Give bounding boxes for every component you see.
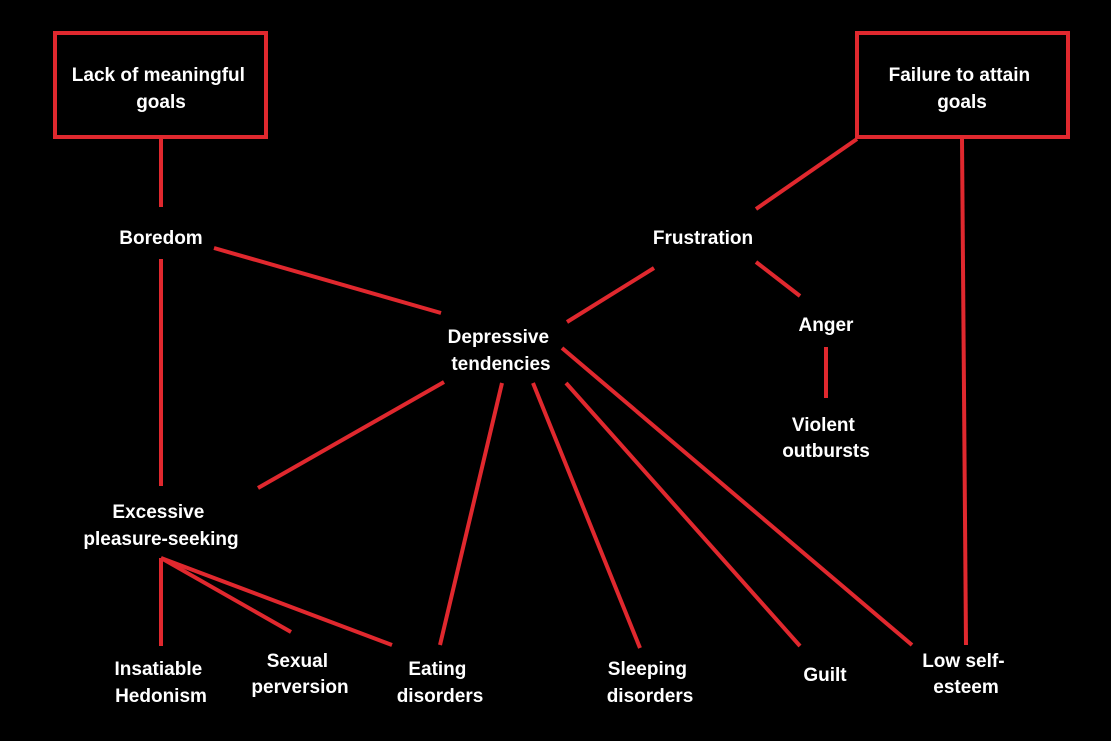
node-insatiable-line2: Hedonism	[115, 686, 207, 707]
node-boredom: Boredom	[119, 228, 202, 249]
node-lack-goals-line1: Lack of meaningful	[72, 65, 245, 86]
edge-failure-frustration	[754, 137, 859, 211]
node-violent: Violent outbursts	[782, 415, 870, 462]
node-insatiable-line1: Insatiable	[115, 659, 203, 680]
node-excessive: Excessive pleasure-seeking	[83, 502, 238, 550]
node-insatiable: Insatiable Hedonism	[115, 659, 208, 707]
node-low-esteem-line1: Low self-	[922, 651, 1004, 672]
edge-depressive-eating	[438, 382, 504, 646]
edge-excessive-sexual	[160, 556, 292, 634]
edge-excessive-eating	[160, 556, 393, 647]
node-excessive-line2: pleasure-seeking	[83, 529, 238, 550]
lack-goals-box	[53, 31, 268, 139]
node-guilt: Guilt	[803, 665, 847, 686]
node-sleeping: Sleeping disorders	[607, 659, 694, 707]
edge-failure-low-esteem	[960, 138, 968, 646]
edge-boredom-depressive	[213, 246, 442, 315]
labels: Lack of meaningful goals Failure to atta…	[72, 65, 1036, 707]
edge-depressive-guilt	[564, 381, 802, 648]
node-violent-line2: outbursts	[782, 441, 870, 462]
edge-depressive-excessive	[257, 380, 445, 490]
failure-goals-box	[855, 31, 1070, 139]
node-depressive-line1: Depressive	[448, 327, 549, 348]
node-violent-line1: Violent	[792, 415, 856, 436]
edge-depressive-sleeping	[531, 382, 642, 649]
node-sexual: Sexual perversion	[251, 651, 348, 698]
node-eating: Eating disorders	[397, 659, 484, 707]
node-frustration: Frustration	[653, 228, 753, 249]
node-lack-goals: Lack of meaningful goals	[72, 65, 250, 113]
node-sleeping-line2: disorders	[607, 686, 694, 707]
edge-depressive-low-esteem	[560, 346, 914, 647]
node-sexual-line2: perversion	[251, 677, 348, 698]
node-sleeping-line1: Sleeping	[608, 659, 687, 680]
node-lack-goals-line2: goals	[136, 92, 186, 113]
node-low-esteem-line2: esteem	[933, 677, 999, 698]
node-failure-goals: Failure to attain goals	[889, 65, 1036, 113]
node-failure-goals-line1: Failure to attain	[889, 65, 1030, 86]
node-depressive: Depressive tendencies	[448, 327, 555, 375]
node-low-esteem: Low self- esteem	[922, 651, 1010, 698]
node-depressive-line2: tendencies	[451, 354, 550, 375]
edge-frustration-anger	[754, 260, 802, 298]
node-excessive-line1: Excessive	[112, 502, 204, 523]
node-anger: Anger	[799, 315, 855, 336]
edges	[159, 137, 968, 649]
node-eating-line1: Eating	[408, 659, 466, 680]
node-eating-line2: disorders	[397, 686, 484, 707]
node-failure-goals-line2: goals	[937, 92, 987, 113]
node-sexual-line1: Sexual	[267, 651, 328, 672]
edge-frustration-depressive	[565, 266, 656, 324]
